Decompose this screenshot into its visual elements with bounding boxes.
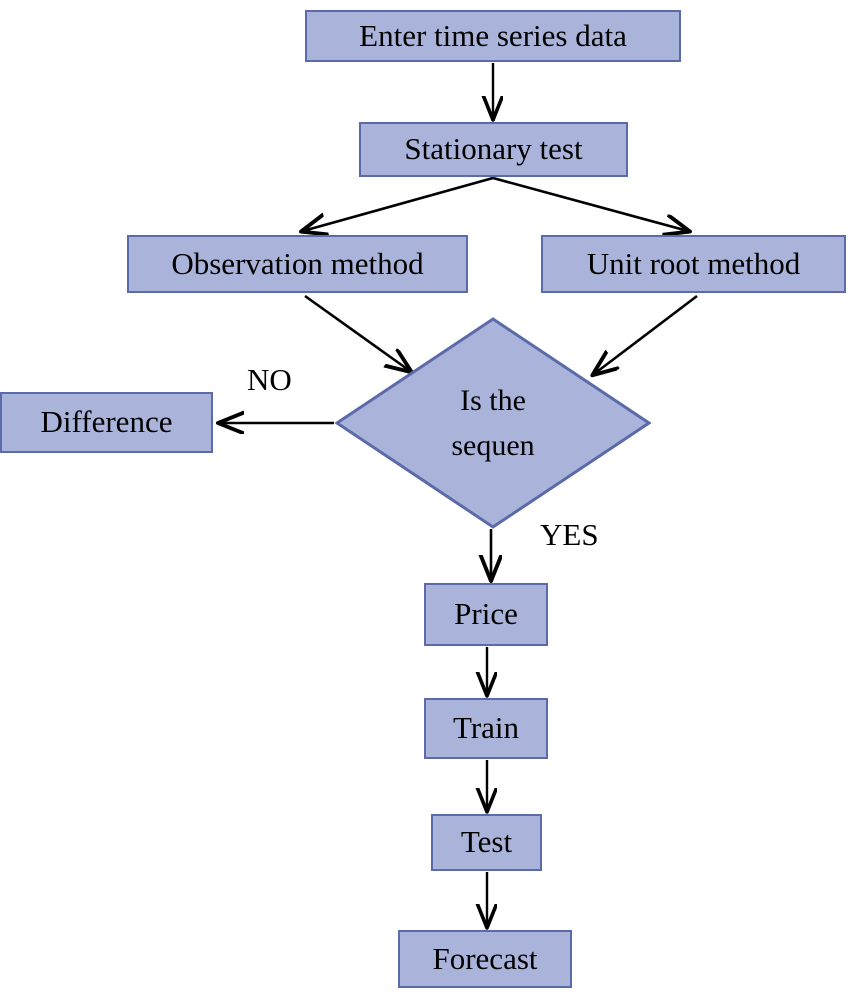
node-observation-method[interactable]: Observation method	[127, 235, 468, 293]
node-label: Unit root method	[586, 245, 801, 281]
edge-stationary-to-unitroot	[492, 176, 688, 231]
node-label: Train	[452, 710, 520, 746]
edge-stationary-to-observation	[303, 176, 494, 231]
node-enter-time-series-data[interactable]: Enter time series data	[305, 10, 681, 62]
node-label: Difference	[40, 404, 173, 440]
node-decision-is-the-sequence[interactable]: Is the sequen	[335, 317, 651, 529]
node-price[interactable]: Price	[424, 583, 548, 646]
edge-label-no: NO	[247, 362, 292, 397]
node-label: Enter time series data	[359, 17, 627, 53]
node-label: Is the sequen	[451, 384, 535, 462]
node-forecast[interactable]: Forecast	[398, 930, 572, 988]
node-train[interactable]: Train	[424, 698, 548, 759]
node-label: Price	[454, 596, 518, 632]
edge-unitroot-to-decision	[594, 294, 698, 374]
edge-label-yes: YES	[540, 517, 599, 552]
node-label: Test	[460, 824, 513, 860]
node-test[interactable]: Test	[431, 814, 542, 871]
diamond-shape-icon	[335, 317, 651, 529]
node-label: Stationary test	[404, 131, 583, 167]
node-stationary-test[interactable]: Stationary test	[359, 122, 628, 177]
node-label: Observation method	[171, 245, 424, 281]
node-label: Forecast	[432, 940, 538, 976]
edge-observation-to-decision	[304, 294, 410, 371]
node-unit-root-method[interactable]: Unit root method	[541, 235, 846, 293]
node-difference[interactable]: Difference	[0, 392, 213, 453]
